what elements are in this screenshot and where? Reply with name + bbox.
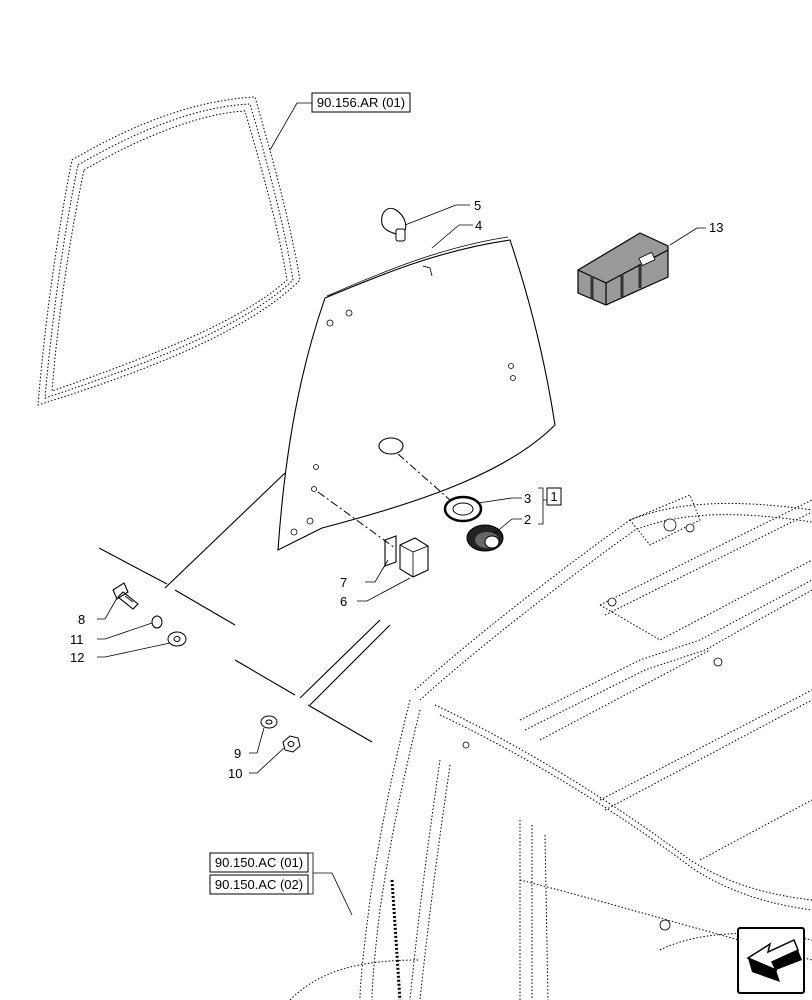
- callout-3: 3: [524, 491, 531, 506]
- next-page-arrow-icon[interactable]: [737, 927, 805, 994]
- callout-2: 2: [524, 512, 531, 527]
- ref-box-cab-frame-1[interactable]: 90.150.AC (01): [209, 852, 309, 873]
- callout-11: 11: [70, 632, 84, 647]
- leader-lines: [97, 204, 706, 774]
- alignment-line-grommet: [397, 453, 451, 501]
- alignment-line-bracket: [317, 491, 396, 549]
- callout-7: 7: [340, 575, 347, 590]
- cab-frame: [289, 494, 812, 1000]
- knob-part: [466, 524, 504, 552]
- bolt-part: [112, 582, 139, 610]
- ref-box-cab-frame-2[interactable]: 90.150.AC (02): [209, 874, 309, 895]
- ref-box-window-seal[interactable]: 90.156.AR (01): [311, 92, 411, 113]
- callout-12: 12: [70, 650, 84, 665]
- washer-part-12: [167, 631, 187, 647]
- ref-label-cab-frame-1: 90.150.AC (01): [215, 855, 303, 870]
- callout-13: 13: [709, 220, 723, 235]
- leader-ref-window-seal: [269, 102, 312, 151]
- ref-bracket-cab-frame: [308, 852, 314, 895]
- nut-part-10: [282, 735, 301, 753]
- callout-8: 8: [78, 612, 85, 627]
- kit-reference-label: 1: [550, 489, 557, 504]
- bumper-part: [381, 207, 407, 242]
- window-seal-outline: [37, 96, 301, 406]
- grommet-ring: [443, 495, 483, 523]
- rubber-pad: [399, 537, 429, 578]
- mounting-bracket: [384, 535, 397, 567]
- ref-label-cab-frame-2: 90.150.AC (02): [215, 877, 303, 892]
- nut-part-11: [151, 615, 163, 629]
- callout-9: 9: [234, 746, 241, 761]
- callout-numbers: 5 4 13 3 2 7 6 8 11 12 9 10: [70, 198, 723, 781]
- glass-panel: [277, 236, 556, 551]
- callout-4: 4: [475, 218, 482, 233]
- crate-icon: [577, 232, 669, 306]
- callout-6: 6: [340, 594, 347, 609]
- detail-lines: [98, 472, 391, 743]
- ref-label-window-seal: 90.156.AR (01): [317, 95, 405, 110]
- callout-10: 10: [228, 766, 242, 781]
- callout-5: 5: [474, 198, 481, 213]
- kit-reference-box[interactable]: 1: [546, 487, 562, 506]
- washer-part-9: [260, 715, 278, 729]
- leader-ref-cab-frame: [313, 872, 353, 916]
